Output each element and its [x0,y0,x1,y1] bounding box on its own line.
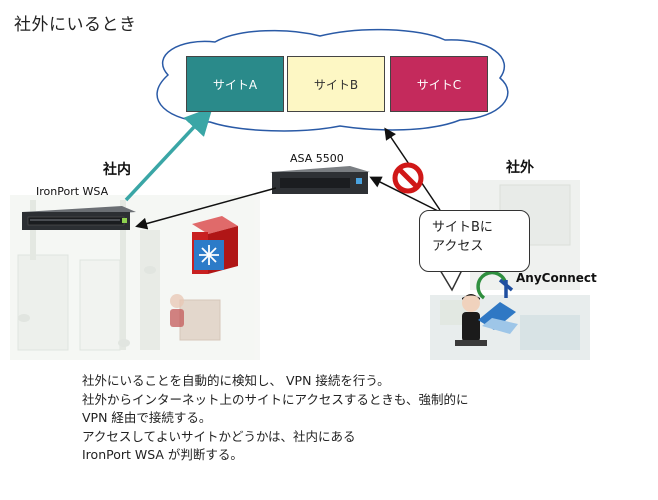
page-title: 社外にいるとき [14,15,137,35]
bubble-line-2: アクセス [432,239,484,254]
router-icon [192,216,238,274]
site-b-label: サイトB [313,77,359,92]
description-line-5: IronPort WSA が判断する。 [82,447,243,462]
wsa-label: IronPort WSA [36,185,109,198]
bubble-tail [438,269,464,292]
office-person-illustration [170,294,184,327]
site-a-box: サイトA [186,56,284,112]
arrow-wsa-to-site-a [124,106,213,202]
arrow-asa-to-wsa [135,187,277,230]
inside-label: 社内 [103,162,131,178]
anyconnect-icon [476,270,514,300]
user-laptop-illustration [455,294,518,346]
asa-label: ASA 5500 [290,152,344,165]
anyconnect-label: AnyConnect [516,271,597,285]
speech-bubble: サイトBに アクセス [419,210,530,272]
description-line-2: 社外からインターネット上のサイトにアクセスするときも、強制的に [82,391,469,407]
asa-5500-device [270,166,370,194]
site-c-box: サイトC [390,56,488,112]
description-line-4: アクセスしてよいサイトかどうかは、社内にある [82,428,356,444]
description-line-1: 社外にいることを自動的に検知し、 VPN 接続を行う。 [82,373,390,388]
blocked-icon [392,162,424,194]
description-line-3: VPN 経由で接続する。 [82,410,212,425]
site-c-label: サイトC [416,77,462,92]
site-a-label: サイトA [212,77,258,92]
description-text: 社外にいることを自動的に検知し、 VPN 接続を行う。 社外からインターネット上… [82,372,602,465]
arrow-user-to-asa [369,176,445,215]
ironport-wsa-device [22,206,136,230]
bubble-line-1: サイトBに [432,220,493,235]
outside-label: 社外 [506,160,534,176]
site-b-box: サイトB [287,56,385,112]
